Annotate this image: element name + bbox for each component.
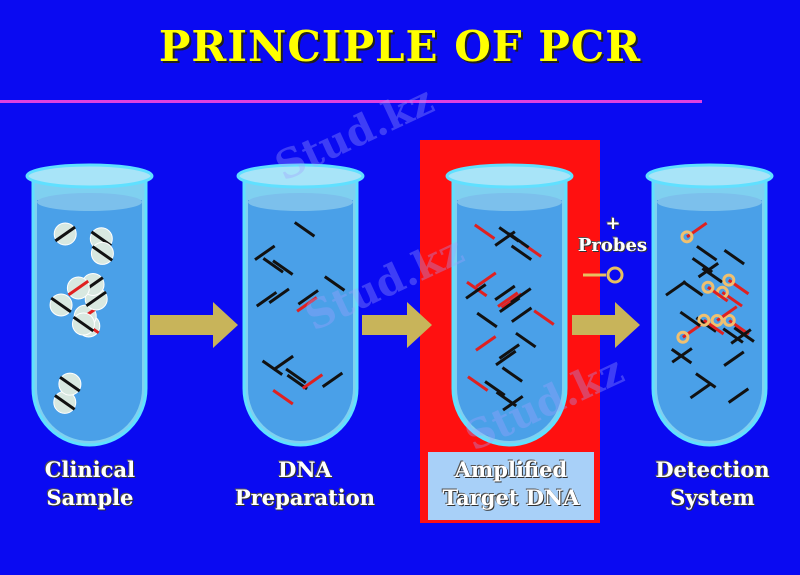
target-dna-strand bbox=[301, 373, 324, 390]
dna-strand bbox=[723, 350, 745, 367]
dna-strand bbox=[510, 244, 533, 261]
dna-strand bbox=[508, 232, 530, 249]
dna-strand bbox=[272, 354, 294, 372]
dna-strand bbox=[262, 257, 284, 274]
arrow-icon bbox=[362, 302, 432, 348]
dna-strand bbox=[297, 289, 319, 306]
probes-plus: + bbox=[605, 213, 621, 234]
test-tube bbox=[236, 163, 365, 447]
dna-strand bbox=[727, 387, 750, 404]
target-dna-strand bbox=[296, 296, 318, 313]
dna-strand bbox=[495, 349, 517, 367]
page-title: PRINCIPLE OF PCR bbox=[158, 22, 642, 71]
target-dna-strand bbox=[467, 375, 489, 392]
dna-strand bbox=[254, 244, 276, 261]
dna-strand bbox=[285, 367, 307, 385]
dna-strand bbox=[689, 382, 712, 400]
dna-strand bbox=[722, 327, 744, 344]
dna-strand bbox=[510, 306, 533, 323]
bound-probe bbox=[722, 273, 736, 287]
dna-strand bbox=[484, 380, 506, 397]
dna-strand bbox=[272, 259, 294, 276]
test-tube bbox=[645, 163, 774, 447]
dna-strand bbox=[54, 225, 76, 243]
target-dna-strand bbox=[475, 271, 497, 288]
bound-probe bbox=[697, 313, 711, 327]
dna-strand bbox=[695, 372, 717, 389]
target-dna-strand bbox=[473, 223, 496, 240]
arrow-icon bbox=[572, 302, 640, 348]
dna-strand bbox=[268, 287, 290, 304]
dna-strand bbox=[261, 359, 284, 376]
target-dna-strand bbox=[475, 335, 497, 352]
dna-strand bbox=[494, 230, 516, 247]
target-dna-strand bbox=[272, 389, 294, 406]
dna-strand bbox=[91, 245, 114, 262]
target-dna-strand bbox=[67, 279, 90, 297]
dna-strand bbox=[293, 221, 316, 238]
bound-probe bbox=[701, 280, 715, 294]
bound-probe bbox=[710, 313, 724, 327]
dna-strand bbox=[59, 376, 81, 393]
bound-probe bbox=[680, 230, 694, 244]
title-divider bbox=[0, 100, 702, 103]
dna-strand bbox=[255, 291, 278, 308]
dna-strand bbox=[730, 328, 752, 345]
dna-strand bbox=[494, 284, 516, 302]
dna-strand bbox=[671, 347, 693, 364]
dna-strand bbox=[321, 371, 344, 388]
dna-strand bbox=[50, 296, 72, 314]
target-dna-strand bbox=[497, 291, 519, 308]
dna-strand bbox=[54, 394, 76, 411]
dna-strand bbox=[696, 245, 718, 262]
arrow-icon bbox=[150, 302, 238, 348]
bound-probe bbox=[676, 330, 690, 344]
dna-strand bbox=[498, 296, 521, 314]
label-box bbox=[428, 452, 594, 520]
dna-strand bbox=[701, 267, 723, 284]
dna-strand bbox=[679, 310, 701, 328]
probes-label: Probes bbox=[577, 235, 648, 256]
bound-probe bbox=[722, 313, 736, 327]
dna-strand bbox=[72, 315, 95, 333]
dna-strand bbox=[502, 395, 524, 412]
dna-strand bbox=[498, 343, 521, 360]
test-tube bbox=[25, 163, 154, 447]
dna-strand bbox=[476, 311, 498, 329]
dna-strand bbox=[691, 257, 714, 274]
dna-strand bbox=[733, 326, 755, 343]
dna-strand bbox=[723, 248, 745, 266]
dna-strand bbox=[465, 283, 487, 300]
dna-strand bbox=[323, 275, 346, 292]
dna-strand bbox=[515, 331, 537, 349]
dna-strand bbox=[665, 280, 687, 297]
test-tube bbox=[445, 163, 574, 447]
dna-strand bbox=[85, 290, 107, 308]
dna-strand bbox=[682, 280, 704, 297]
target-dna-strand bbox=[533, 309, 555, 326]
probe-icon bbox=[583, 266, 624, 284]
dna-strand bbox=[501, 366, 523, 383]
